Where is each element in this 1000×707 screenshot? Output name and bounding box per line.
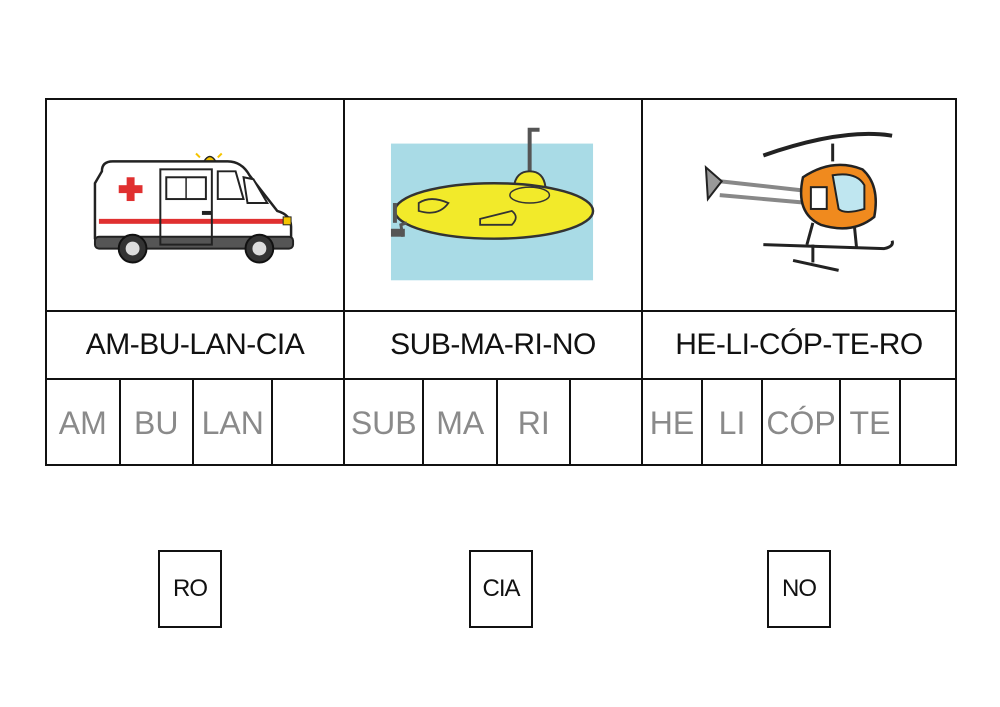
word-ambulancia: AM-BU-LAN-CIA xyxy=(47,312,343,380)
syllable-box: LAN xyxy=(194,380,274,466)
submarine-icon xyxy=(390,127,595,281)
syllable-piece-no[interactable]: NO xyxy=(767,550,831,628)
column-ambulance: AM-BU-LAN-CIA AM BU LAN xyxy=(47,100,345,466)
word-submarino: SUB-MA-RI-NO xyxy=(345,312,641,380)
syllable-piece-ro[interactable]: RO xyxy=(158,550,222,628)
syllable-box: HE xyxy=(643,380,703,466)
syllable-box: SUB xyxy=(345,380,425,466)
column-helicopter: HE-LI-CÓP-TE-RO HE LI CÓP TE xyxy=(643,100,955,466)
syllable-box: LI xyxy=(703,380,763,466)
syllable-row-submarino: SUB MA RI xyxy=(345,380,641,466)
column-submarine: SUB-MA-RI-NO SUB MA RI xyxy=(345,100,643,466)
syllable-box: RI xyxy=(498,380,572,466)
syllable-box: AM xyxy=(47,380,121,466)
syllable-piece-cia[interactable]: CIA xyxy=(469,550,533,628)
empty-syllable-slot[interactable] xyxy=(273,380,343,466)
image-cell-helicopter xyxy=(643,100,955,312)
ambulance-icon xyxy=(93,152,295,264)
empty-syllable-slot[interactable] xyxy=(571,380,641,466)
syllable-box: MA xyxy=(424,380,498,466)
syllable-worksheet-table: AM-BU-LAN-CIA AM BU LAN xyxy=(45,98,957,466)
empty-syllable-slot[interactable] xyxy=(901,380,955,466)
syllable-box: BU xyxy=(121,380,194,466)
syllable-box: TE xyxy=(841,380,901,466)
helicopter-icon xyxy=(704,131,894,272)
syllable-box: CÓP xyxy=(763,380,841,466)
word-helicoptero: HE-LI-CÓP-TE-RO xyxy=(643,312,955,380)
syllable-row-helicoptero: HE LI CÓP TE xyxy=(643,380,955,466)
image-cell-submarine xyxy=(345,100,641,312)
image-cell-ambulance xyxy=(47,100,343,312)
syllable-row-ambulancia: AM BU LAN xyxy=(47,380,343,466)
